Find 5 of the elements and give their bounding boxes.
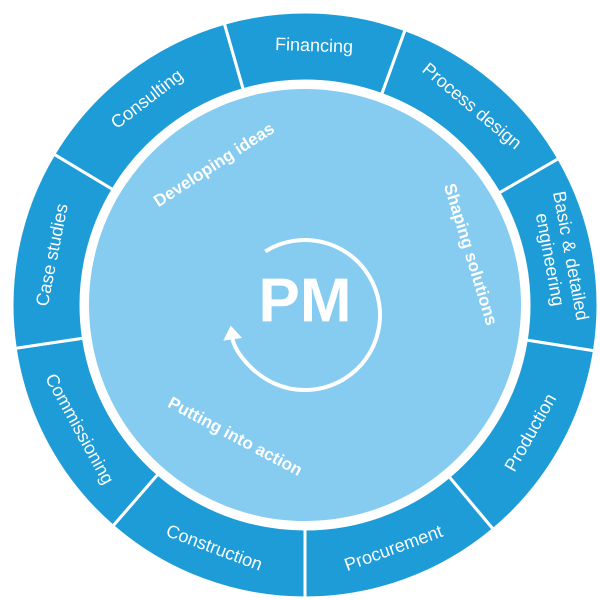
ring-segment: Financing bbox=[222, 10, 407, 96]
center-label: PM bbox=[262, 278, 348, 322]
ring-segment: Basic & detailed engineering bbox=[498, 157, 600, 352]
ring-segment: Case studies bbox=[10, 152, 114, 350]
node-label: Basic & detailed engineering bbox=[536, 192, 590, 320]
